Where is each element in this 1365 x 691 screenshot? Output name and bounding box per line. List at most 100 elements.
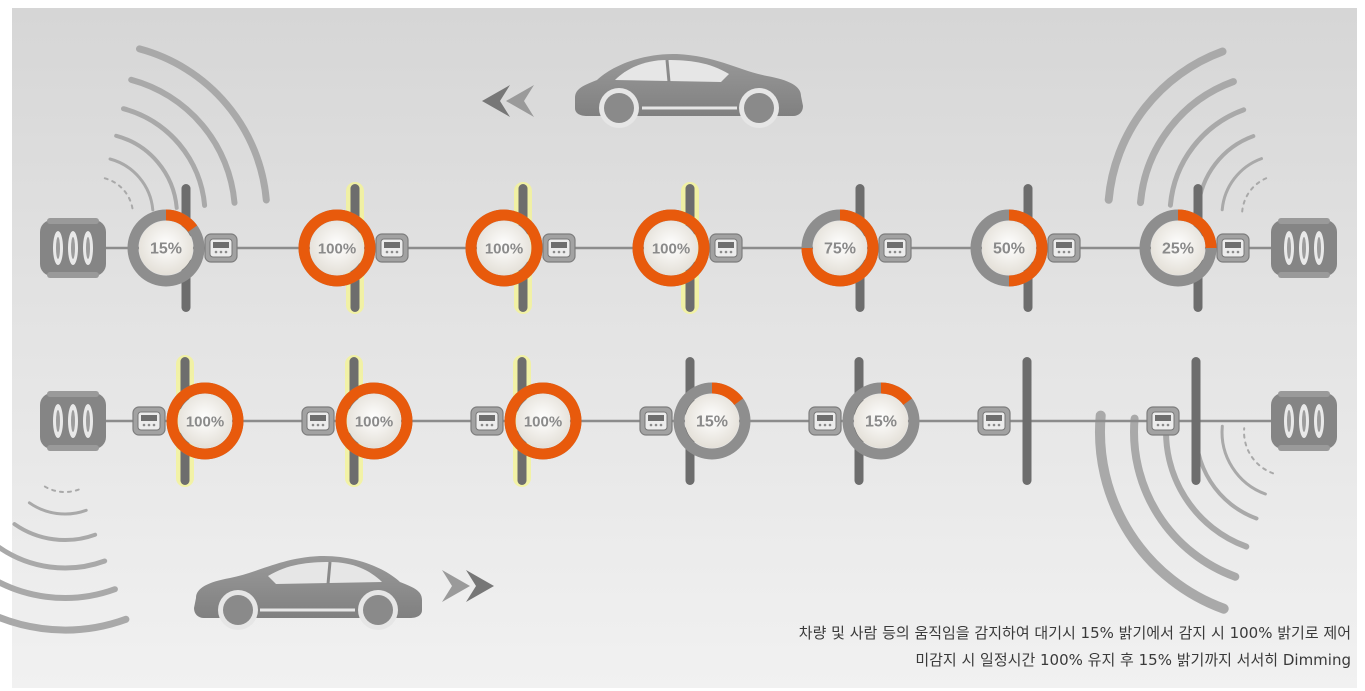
lamp-level-label: 100% <box>524 414 562 431</box>
lamp-ring-center <box>854 394 908 448</box>
wave-top-left-6 <box>136 45 270 204</box>
lamp-controller-icon-r1-7 <box>1216 233 1250 263</box>
lamp-ring-center <box>1151 221 1205 275</box>
caption: 차량 및 사람 등의 움직임을 감지하여 대기시 15% 밝기에서 감지 시 1… <box>799 620 1351 674</box>
lamp-ring-r1-5: 75% <box>801 209 879 287</box>
lamp-level-label: 100% <box>485 241 523 258</box>
lamp-ring-level <box>1177 209 1217 249</box>
wave-bottom-right-3 <box>1194 422 1259 521</box>
lamp-ring-r2-5: 15% <box>842 382 920 460</box>
wave-top-left-4 <box>121 106 208 208</box>
lamp-level-label: 15% <box>865 414 897 431</box>
lamp-ring-center <box>139 221 193 275</box>
motion-sensor-icon-r2-right <box>1271 391 1337 451</box>
lamp-rows: 15%100%100%100%75%50%25%100%100%100%15%1… <box>40 182 1337 487</box>
lamp-ring-center <box>685 394 739 448</box>
lamp-ring-level <box>504 382 582 460</box>
lamp-ring-level <box>165 209 198 233</box>
lamp-controller-icon-r1-1 <box>204 233 238 263</box>
car-wheel <box>363 595 393 625</box>
lamp-ring-r2-4: 15% <box>673 382 751 460</box>
car-wheel <box>744 93 774 123</box>
lamp-ring-center <box>347 394 401 448</box>
wave-top-left-2 <box>108 157 155 212</box>
car-window <box>268 562 382 584</box>
lamp-ring-center <box>813 221 867 275</box>
lamp-ring-level <box>880 382 913 406</box>
wave-top-left-1 <box>103 177 134 213</box>
wave-top-left-3 <box>114 133 179 210</box>
motion-sensor-icon-r1-right <box>1271 218 1337 278</box>
lamp-ring-center <box>982 221 1036 275</box>
lamp-ring-r2-3: 100% <box>504 382 582 460</box>
cars <box>194 53 803 630</box>
lamp-level-label: 100% <box>318 241 356 258</box>
lamp-ring-center <box>178 394 232 448</box>
wave-bottom-left-3 <box>12 522 98 543</box>
lamp-ring-level <box>335 382 413 460</box>
lamp-ring-center <box>516 394 570 448</box>
lamp-pole-r2-7 <box>1191 357 1201 485</box>
wave-top-right-2 <box>1220 157 1263 212</box>
car-icon-top <box>575 53 803 128</box>
lamp-controller-icon-r2-6 <box>977 406 1011 436</box>
lamp-level-label: 100% <box>652 241 690 258</box>
lamp-ring-r1-1: 15% <box>127 209 205 287</box>
car-wheel <box>604 93 634 123</box>
lamp-pole-r2-6 <box>1022 357 1032 485</box>
lamp-level-label: 100% <box>186 414 224 431</box>
lamp-controller-icon-r1-2 <box>375 233 409 263</box>
wave-top-left-5 <box>128 76 238 206</box>
lamp-controller-icon-r2-7 <box>1146 406 1180 436</box>
lamp-controller-icon-r2-2 <box>301 406 335 436</box>
wave-bottom-right-2 <box>1220 424 1267 496</box>
car-icon-bottom <box>194 555 422 630</box>
motion-sensor-icon-r2-left <box>40 391 106 451</box>
lamp-ring-r1-4: 100% <box>632 209 710 287</box>
lamp-level-label: 25% <box>1162 241 1194 258</box>
lamp-controller-icon-r1-6 <box>1047 233 1081 263</box>
double-chevron-left-icon <box>482 85 534 117</box>
wave-bottom-left-1 <box>41 483 80 494</box>
wave-bottom-left-5 <box>0 579 118 601</box>
lamp-ring-level <box>298 209 376 287</box>
lamp-controller-icon-r2-4 <box>639 406 673 436</box>
lamp-ring-r2-1: 100% <box>166 382 244 460</box>
wave-top-right-4 <box>1167 107 1247 208</box>
lamp-ring-center <box>644 221 698 275</box>
double-chevron-right-icon <box>442 570 494 602</box>
caption-line-2: 미감지 시 일정시간 100% 유지 후 15% 밝기까지 서서히 Dimmin… <box>915 651 1351 669</box>
lamp-controller-icon-r2-5 <box>808 406 842 436</box>
sensor-waves <box>0 45 1274 634</box>
lamp-controller-icon-r2-3 <box>470 406 504 436</box>
lamp-ring-r1-2: 100% <box>298 209 376 287</box>
caption-line-1: 차량 및 사람 등의 움직임을 감지하여 대기시 15% 밝기에서 감지 시 1… <box>798 624 1351 642</box>
lamp-ring-level <box>465 209 543 287</box>
lamp-level-label: 75% <box>824 241 856 258</box>
wave-bottom-left-2 <box>27 501 88 516</box>
lamp-ring-level <box>801 209 879 287</box>
wave-top-right-5 <box>1137 78 1237 207</box>
wave-bottom-right-1 <box>1243 427 1274 475</box>
wave-bottom-right-6 <box>1095 410 1229 614</box>
lamp-ring-r2-2: 100% <box>335 382 413 460</box>
wave-top-right-1 <box>1241 176 1270 213</box>
lamp-controller-icon-r1-3 <box>542 233 576 263</box>
wave-bottom-left-6 <box>0 613 130 634</box>
car-window <box>615 60 729 82</box>
lamp-ring-center <box>477 221 531 275</box>
lamp-ring-level <box>166 382 244 460</box>
wave-top-right-6 <box>1104 47 1227 204</box>
lamp-controller-icon-r1-4 <box>709 233 743 263</box>
wave-bottom-left-4 <box>0 544 108 571</box>
lamp-level-label: 100% <box>355 414 393 431</box>
lamp-ring-center <box>310 221 364 275</box>
lamp-ring-r1-3: 100% <box>465 209 543 287</box>
car-wheel <box>223 595 253 625</box>
motion-sensor-icon-r1-left <box>40 218 106 278</box>
lamp-ring-r1-7: 25% <box>1139 209 1217 287</box>
lamp-level-label: 15% <box>696 414 728 431</box>
lamp-controller-icon-r1-5 <box>878 233 912 263</box>
lamp-ring-level <box>1008 209 1048 287</box>
